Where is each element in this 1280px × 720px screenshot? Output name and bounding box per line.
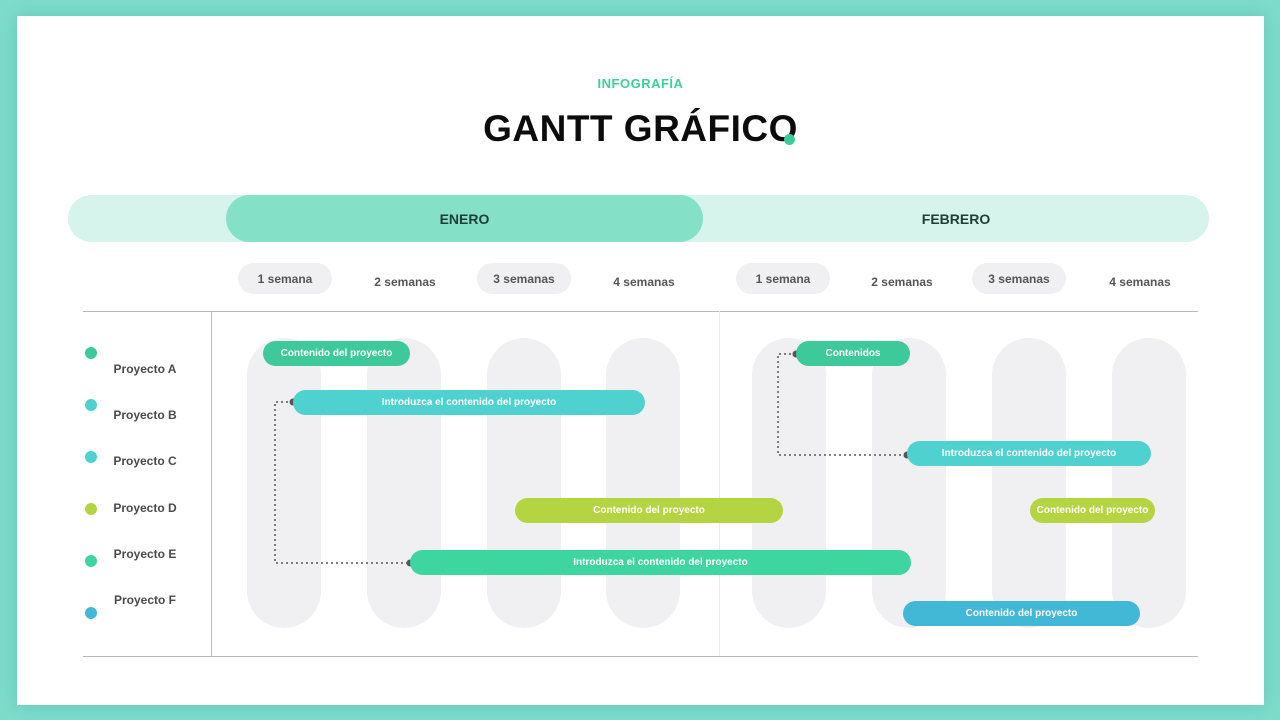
week-header-8: 4 semanas (1109, 274, 1171, 289)
project-f-dot (85, 607, 97, 619)
week-column-2 (367, 338, 441, 628)
task-bar-b-enero: Introduzca el contenido del proyecto (293, 390, 645, 415)
task-bar-a-febrero: Contenidos (796, 341, 910, 366)
task-bar-d-febrero: Contenido del proyecto (1030, 498, 1155, 523)
week-column-7 (992, 338, 1066, 628)
week-header-4: 4 semanas (613, 274, 675, 289)
connector-a-to-c (777, 353, 907, 456)
title-accent-dot (784, 134, 795, 145)
project-a-label: Proyecto A (113, 362, 177, 376)
grid-month-divider (719, 311, 720, 656)
week-header-1: 1 semana (238, 263, 332, 294)
week-header-6: 2 semanas (871, 274, 933, 289)
kicker-label: INFOGRAFÍA (597, 76, 684, 91)
week-column-4 (606, 338, 680, 628)
week-header-5: 1 semana (736, 263, 830, 294)
project-e-label: Proyecto E (113, 547, 177, 561)
week-header-3: 3 semanas (477, 263, 571, 294)
project-d-dot (85, 503, 97, 515)
week-header-7: 3 semanas (972, 263, 1066, 294)
task-bar-a-enero: Contenido del proyecto (263, 341, 410, 366)
week-header-2: 2 semanas (374, 274, 436, 289)
week-column-5 (752, 338, 826, 628)
week-column-6 (872, 338, 946, 628)
week-column-1 (247, 338, 321, 628)
grid-bottom-line (83, 656, 1198, 657)
project-f-label: Proyecto F (113, 593, 176, 607)
task-bar-f-febrero: Contenido del proyecto (903, 601, 1140, 626)
slide: INFOGRAFÍA GANTT GRÁFICO ENERO FEBRERO 1… (17, 16, 1264, 705)
task-bar-d-enero: Contenido del proyecto (515, 498, 783, 523)
grid-top-line (83, 311, 1198, 312)
project-d-label: Proyecto D (113, 501, 177, 515)
project-a-dot (85, 347, 97, 359)
month-febrero: FEBRERO (921, 210, 991, 227)
week-column-3 (487, 338, 561, 628)
task-bar-c-febrero: Introduzca el contenido del proyecto (907, 441, 1151, 466)
project-b-label: Proyecto B (113, 408, 177, 422)
project-c-dot (85, 451, 97, 463)
grid-label-divider (211, 311, 212, 656)
page-title: GANTT GRÁFICO (483, 108, 798, 149)
project-e-dot (85, 555, 97, 567)
week-column-8 (1112, 338, 1186, 628)
connector-b-to-e (274, 401, 410, 564)
month-enero: ENERO (226, 195, 703, 242)
project-c-label: Proyecto C (113, 454, 177, 468)
task-bar-e-enero: Introduzca el contenido del proyecto (410, 550, 911, 575)
project-b-dot (85, 399, 97, 411)
